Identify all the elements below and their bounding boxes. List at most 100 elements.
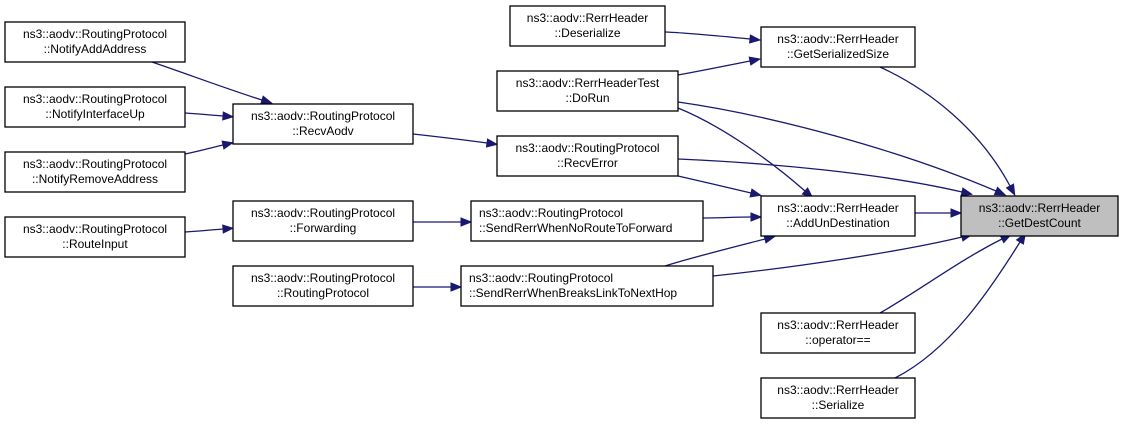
node-label-line1: ns3::aodv::RerrHeader (777, 32, 898, 46)
node-box[interactable] (232, 200, 414, 242)
edge-forwarding-to-sendrerrnoroute (413, 217, 473, 227)
node-label-line2: ::NotifyRemoveAddress (32, 172, 158, 186)
node-label-line2: ::NotifyAddAddress (44, 42, 147, 56)
node-label-line1: ns3::aodv::RoutingProtocol (251, 109, 395, 123)
node-deserialize[interactable]: ns3::aodv::RerrHeader::Deserialize (509, 5, 666, 47)
node-getserializedsize[interactable]: ns3::aodv::RerrHeader::GetSerializedSize (760, 26, 916, 68)
node-label-line1: ns3::aodv::RoutingProtocol (23, 157, 167, 171)
arrowhead-icon (485, 138, 499, 148)
node-box[interactable] (4, 21, 186, 63)
edges-layer (151, 31, 1027, 379)
node-notifyremoveaddress[interactable]: ns3::aodv::RoutingProtocol::NotifyRemove… (4, 151, 186, 193)
node-box[interactable] (760, 312, 916, 354)
node-box[interactable] (4, 86, 186, 128)
node-addundestination[interactable]: ns3::aodv::RerrHeader::AddUnDestination (760, 195, 916, 237)
node-label-line1: ns3::aodv::RerrHeader (527, 11, 648, 25)
node-box[interactable] (460, 265, 714, 307)
edge-line (677, 101, 997, 192)
node-notifyinterfaceup[interactable]: ns3::aodv::RoutingProtocol::NotifyInterf… (4, 86, 186, 128)
node-sendrerrnoroute[interactable]: ns3::aodv::RoutingProtocol::SendRerrWhen… (470, 200, 704, 242)
node-box[interactable] (232, 103, 414, 145)
node-serialize[interactable]: ns3::aodv::RerrHeader::Serialize (760, 377, 916, 419)
node-notifyaddaddress[interactable]: ns3::aodv::RoutingProtocol::NotifyAddAdd… (4, 21, 186, 63)
node-box[interactable] (4, 151, 186, 193)
edge-dorun-to-getserializedsize (677, 56, 762, 76)
node-box[interactable] (4, 216, 186, 258)
node-box[interactable] (470, 200, 704, 242)
node-label-line2: ::GetSerializedSize (787, 47, 889, 61)
arrowhead-icon (1005, 183, 1016, 197)
edge-line (184, 144, 224, 155)
edge-line (702, 216, 752, 219)
node-label-line2: ::AddUnDestination (786, 216, 889, 230)
node-box[interactable] (232, 265, 414, 307)
edge-sendrerrnoroute-to-addundestination (702, 212, 763, 222)
arrowhead-icon (221, 140, 235, 150)
node-routeinput[interactable]: ns3::aodv::RoutingProtocol::RouteInput (4, 216, 186, 258)
edge-notifyremoveaddress-to-recvaodv (184, 140, 235, 155)
node-label-line1: ns3::aodv::RoutingProtocol (251, 206, 395, 220)
edge-dorun-to-addundestination (677, 107, 814, 199)
node-label-line1: ns3::aodv::RerrHeader (979, 201, 1100, 215)
node-box[interactable] (509, 5, 666, 47)
edge-line (412, 133, 488, 144)
edge-line (677, 175, 752, 194)
arrowhead-icon (260, 95, 273, 105)
arrowhead-icon (749, 188, 763, 198)
edge-line (184, 228, 224, 233)
node-sendrerrbreaks[interactable]: ns3::aodv::RoutingProtocol::SendRerrWhen… (460, 265, 714, 307)
node-label-line2: ::RecvAodv (292, 124, 353, 138)
edge-line (664, 31, 751, 40)
node-recvaodv[interactable]: ns3::aodv::RoutingProtocol::RecvAodv (232, 103, 414, 145)
edge-routingprotocol-to-sendrerrbreaks (413, 282, 463, 292)
edge-sendrerrbreaks-to-getdestcount (712, 232, 974, 277)
node-label-line2: ::GetDestCount (998, 216, 1081, 230)
node-getdestcount: ns3::aodv::RerrHeader::GetDestCount (960, 195, 1119, 237)
arrowhead-icon (749, 34, 762, 44)
node-box (960, 195, 1119, 237)
node-box[interactable] (760, 377, 916, 419)
node-label-line2: ::Forwarding (290, 221, 357, 235)
edge-line (879, 66, 1011, 187)
node-label-line2: ::SendRerrWhenBreaksLinkToNextHop (469, 286, 677, 300)
edge-recverror-to-addundestination (677, 175, 763, 198)
node-label-line1: ns3::aodv::RerrHeader (777, 318, 898, 332)
node-label-line2: ::DoRun (565, 91, 609, 105)
node-label-line1: ns3::aodv::RoutingProtocol (23, 27, 167, 41)
node-forwarding[interactable]: ns3::aodv::RoutingProtocol::Forwarding (232, 200, 414, 242)
node-box[interactable] (760, 26, 916, 68)
edge-recvaodv-to-recverror (412, 133, 499, 148)
arrowhead-icon (460, 217, 473, 227)
node-box[interactable] (496, 135, 679, 177)
node-operatoreq[interactable]: ns3::aodv::RerrHeader::operator== (760, 312, 916, 354)
arrowhead-icon (950, 208, 963, 218)
node-label-line2: ::RouteInput (62, 237, 128, 251)
node-label-line1: ns3::aodv::RoutingProtocol (251, 271, 395, 285)
node-label-line1: ns3::aodv::RoutingProtocol (469, 271, 613, 285)
node-box[interactable] (760, 195, 916, 237)
arrowhead-icon (222, 224, 235, 234)
node-routingprotocol[interactable]: ns3::aodv::RoutingProtocol::RoutingProto… (232, 265, 414, 307)
arrowhead-icon (748, 56, 762, 66)
arrowhead-icon (450, 282, 463, 292)
node-label-line2: ::NotifyInterfaceUp (45, 107, 145, 121)
edge-addundestination-to-getdestcount (915, 208, 963, 218)
nodes-layer: ns3::aodv::RerrHeader::GetDestCountns3::… (4, 5, 1119, 419)
node-recverror[interactable]: ns3::aodv::RoutingProtocol::RecvError (496, 135, 679, 177)
node-box[interactable] (496, 70, 679, 112)
node-label-line1: ns3::aodv::RerrHeaderTest (516, 76, 660, 90)
node-label-line1: ns3::aodv::RoutingProtocol (479, 206, 623, 220)
edge-getserializedsize-to-getdestcount (879, 66, 1016, 197)
edge-line (664, 238, 766, 267)
arrowhead-icon (750, 212, 763, 222)
node-dorun[interactable]: ns3::aodv::RerrHeaderTest::DoRun (496, 70, 679, 112)
node-label-line2: ::RoutingProtocol (277, 286, 369, 300)
edge-line (677, 60, 751, 76)
node-label-line1: ns3::aodv::RoutingProtocol (23, 222, 167, 236)
edge-line (184, 112, 224, 117)
node-label-line2: ::SendRerrWhenNoRouteToForward (479, 221, 672, 235)
edge-line (712, 236, 963, 277)
node-label-line1: ns3::aodv::RerrHeader (777, 383, 898, 397)
node-label-line2: ::Deserialize (554, 26, 620, 40)
